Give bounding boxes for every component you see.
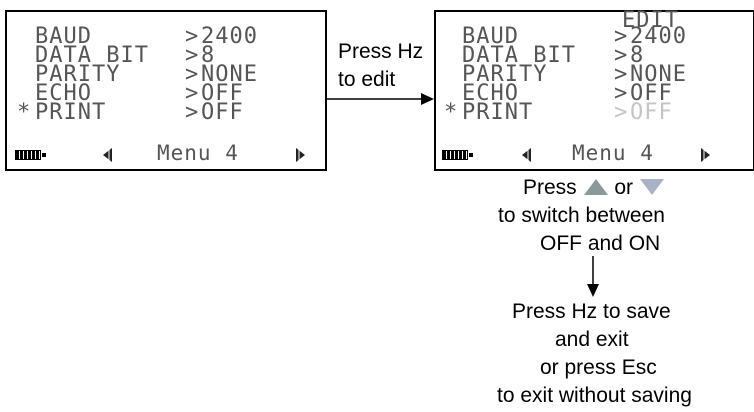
lcd-separator: > <box>614 24 629 49</box>
lcd-screen-edit: EDIT BAUD DATA BIT PARITY ECHO * PRINT >… <box>434 10 754 171</box>
lcd-row-label: BAUD <box>35 24 92 49</box>
lcd-row-value: NONE <box>630 62 687 87</box>
down-arrow-icon <box>639 179 664 195</box>
lcd-separator: > <box>185 62 200 87</box>
step1-line1: Press Hz <box>338 40 424 63</box>
lcd-row-label: PRINT <box>35 100 107 125</box>
nav-left-icon <box>103 148 112 162</box>
lcd-row-label: BAUD <box>462 24 519 49</box>
edit-header: EDIT <box>622 8 679 33</box>
lcd-row-label: DATA BIT <box>35 43 149 68</box>
nav-right-icon <box>701 148 710 162</box>
step2-press: Press <box>523 176 577 199</box>
step1-line2: to edit <box>338 68 396 91</box>
step3-line4: to exit without saving <box>497 384 692 407</box>
battery-icon <box>15 150 46 160</box>
lcd-selection-marker: * <box>17 100 32 125</box>
lcd-separator: > <box>614 81 629 106</box>
lcd-separator: > <box>614 43 629 68</box>
nav-left-icon <box>522 148 531 162</box>
arrow-right-icon <box>327 93 434 105</box>
menu-label: Menu 4 <box>572 141 654 165</box>
step2-or: or <box>614 176 634 199</box>
lcd-separator: > <box>185 81 200 106</box>
nav-right-icon <box>296 148 305 162</box>
lcd-selection-marker: * <box>444 100 459 125</box>
menu-label: Menu 4 <box>157 141 239 165</box>
lcd-row-value: OFF <box>630 81 673 106</box>
lcd-separator: > <box>614 100 629 125</box>
step2-line1: Press or <box>523 174 665 201</box>
step3-line2: and exit <box>555 328 629 351</box>
lcd-row-value: 8 <box>201 43 216 68</box>
lcd-separator: > <box>185 24 200 49</box>
lcd-row-value-editing: OFF <box>630 100 673 125</box>
lcd-separator: > <box>614 62 629 87</box>
lcd-row-label: DATA BIT <box>462 43 576 68</box>
up-arrow-icon <box>583 179 608 195</box>
step2-line3: OFF and ON <box>540 232 661 255</box>
arrow-down-icon <box>587 256 599 297</box>
lcd-row-label: ECHO <box>462 81 519 106</box>
lcd-row-label: PARITY <box>35 62 121 87</box>
lcd-row-label: PARITY <box>462 62 548 87</box>
lcd-separator: > <box>185 100 200 125</box>
lcd-row-label: ECHO <box>35 81 92 106</box>
lcd-row-value: 8 <box>630 43 645 68</box>
lcd-row-value: OFF <box>201 100 244 125</box>
lcd-separator: > <box>185 43 200 68</box>
lcd-row-label: PRINT <box>462 100 534 125</box>
lcd-row-value: OFF <box>201 81 244 106</box>
battery-icon <box>442 150 473 160</box>
lcd-row-value: NONE <box>201 62 258 87</box>
lcd-row-value: 2400 <box>201 24 258 49</box>
lcd-row-value: 2400 <box>630 24 687 49</box>
step3-line3: or press Esc <box>540 356 657 379</box>
step2-line2: to switch between <box>498 204 665 227</box>
lcd-screen-before: BAUD DATA BIT PARITY ECHO * PRINT > > > … <box>5 10 327 171</box>
step3-line1: Press Hz to save <box>512 300 671 323</box>
